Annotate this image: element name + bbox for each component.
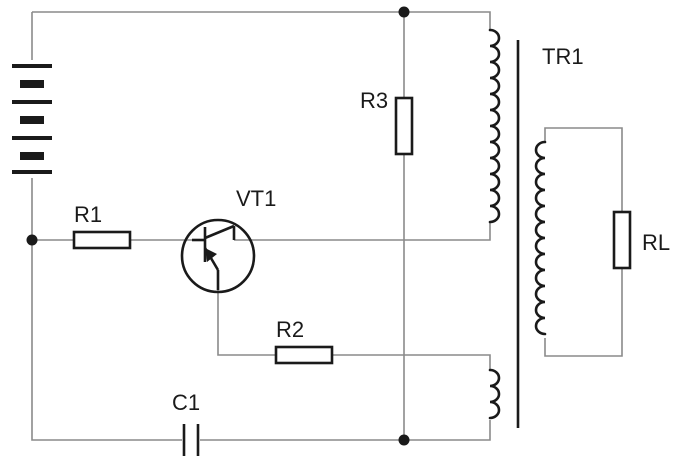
wire-collector [234,222,491,241]
wire-secondary-bottom [544,268,623,357]
secondary-winding [534,140,547,336]
wire-r2-right [332,354,491,370]
transformer-tr1 [488,28,547,428]
wires [31,11,623,441]
resistor-r2 [274,345,334,365]
wire-bottom-rail [200,420,491,441]
junction-node-top [398,6,410,18]
capacitor-c1 [182,424,200,456]
primary-winding [488,28,501,224]
label-c1: C1 [172,390,200,415]
label-r3: R3 [360,88,388,113]
wire-secondary-top [544,127,623,212]
junction-node-left [26,234,38,246]
resistor-r1 [72,230,132,250]
feedback-winding [488,368,501,420]
label-tr1: TR1 [542,44,584,69]
battery-symbol [12,64,52,174]
wire-emitter [217,290,276,356]
label-vt1: VT1 [236,186,276,211]
label-r2: R2 [276,317,304,342]
transistor-vt1-symbol [180,218,256,294]
resistor-rl [612,210,632,270]
wire-left-lower [31,178,182,441]
label-r1: R1 [74,202,102,227]
label-rl: RL [642,230,670,255]
junction-node-bottom [398,434,410,446]
resistor-r3 [394,96,414,156]
wire-top-rail [32,11,491,30]
